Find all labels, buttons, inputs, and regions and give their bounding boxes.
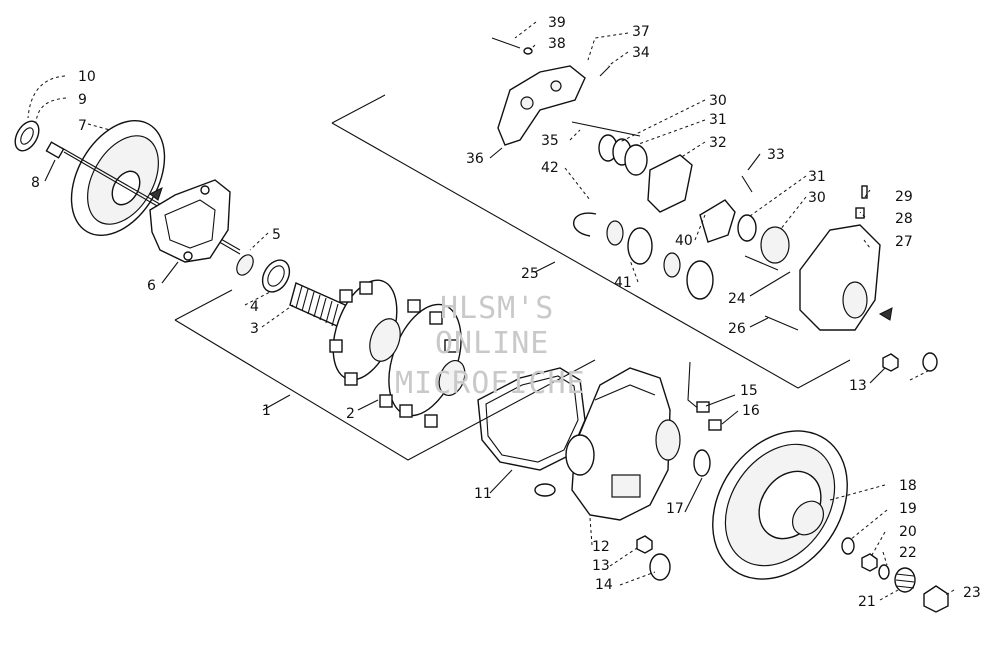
callout-31-lower: 31 (808, 169, 826, 185)
callout-19: 19 (899, 501, 917, 517)
bearing-bracket-6 (149, 179, 231, 263)
sensor-wire (687, 361, 722, 431)
bolt-24 (744, 255, 779, 271)
watermark-line-2: ONLINE (435, 326, 549, 361)
chaincase-housing-12 (565, 367, 681, 521)
callout-12: 12 (592, 539, 610, 555)
ring-31-upper (624, 144, 648, 176)
callout-41: 41 (614, 275, 632, 291)
nut-13-lower (636, 535, 653, 554)
callout-34: 34 (632, 45, 650, 61)
watermark: HLSM'S ONLINE MICROFICHE (395, 291, 586, 401)
callout-5: 5 (272, 227, 281, 243)
pin-34 (599, 65, 611, 77)
callout-30-lower: 30 (808, 190, 826, 206)
callout-37: 37 (632, 24, 650, 40)
callout-2: 2 (346, 406, 355, 422)
callout-40: 40 (675, 233, 693, 249)
callout-27: 27 (895, 234, 913, 250)
arrow-marker-right (878, 307, 893, 321)
callout-1: 1 (262, 403, 271, 419)
ring-31-lower (737, 214, 757, 242)
o-ring-17 (693, 449, 711, 477)
assembly-bracket-1 (174, 289, 596, 461)
nut-20 (861, 553, 878, 572)
watermark-line-1: HLSM'S (440, 291, 554, 326)
callout-39: 39 (548, 15, 566, 31)
spring-clip-33 (741, 175, 753, 193)
shaft-35 (571, 121, 641, 137)
cap-13-upper (922, 352, 938, 372)
callout-14: 14 (595, 577, 613, 593)
callout-30-upper: 30 (709, 93, 727, 109)
callout-17: 17 (666, 501, 684, 517)
washer-38 (523, 47, 533, 55)
drive-sprocket-2 (329, 279, 466, 428)
bearing-41 (606, 220, 714, 300)
cap-23 (923, 585, 949, 613)
callout-labels: 1 2 3 4 5 6 7 8 9 10 11 12 13 13 14 15 1… (31, 15, 981, 610)
pulley-washer-10 (14, 120, 40, 152)
callout-16: 16 (742, 403, 760, 419)
fitting-28 (855, 207, 865, 219)
bolt-39 (491, 37, 521, 49)
callout-26: 26 (728, 321, 746, 337)
callout-36: 36 (466, 151, 484, 167)
callout-4: 4 (250, 299, 259, 315)
leader-lines (27, 21, 955, 601)
brake-pad-32 (647, 154, 693, 213)
callout-9: 9 (78, 92, 87, 108)
callout-15: 15 (740, 383, 758, 399)
callout-32: 32 (709, 135, 727, 151)
callout-8: 8 (31, 175, 40, 191)
callout-20: 20 (899, 524, 917, 540)
callout-24: 24 (728, 291, 746, 307)
bolt-26 (764, 315, 799, 331)
callout-3: 3 (250, 321, 259, 337)
callout-6: 6 (147, 278, 156, 294)
bolt-29 (861, 185, 868, 199)
callout-13-upper: 13 (849, 378, 867, 394)
caliper-bracket-36 (497, 65, 586, 146)
callout-23: 23 (963, 585, 981, 601)
callout-42: 42 (541, 160, 559, 176)
callout-28: 28 (895, 211, 913, 227)
dowel-pins (534, 483, 556, 497)
spacer-22 (878, 564, 890, 580)
spring-21 (894, 567, 916, 593)
callout-33: 33 (767, 147, 785, 163)
callout-29: 29 (895, 189, 913, 205)
callout-35: 35 (541, 133, 559, 149)
callout-13-lower: 13 (592, 558, 610, 574)
assembly-bracket-25 (331, 94, 851, 389)
brake-disc-pulley-18 (712, 430, 848, 580)
washer-19 (841, 537, 855, 555)
callout-22: 22 (899, 545, 917, 561)
seal-ring-4 (261, 259, 291, 293)
callout-18: 18 (899, 478, 917, 494)
bolt-8 (45, 141, 65, 159)
callout-7: 7 (78, 118, 87, 134)
bearing-5 (236, 254, 254, 276)
callout-38: 38 (548, 36, 566, 52)
bearing-30-lower (760, 226, 790, 264)
snap-ring-42 (572, 212, 597, 237)
nut-13-upper (882, 353, 899, 372)
callout-31-upper: 31 (709, 112, 727, 128)
pad-40 (699, 199, 736, 243)
seal-14 (649, 553, 671, 581)
callout-11: 11 (474, 486, 492, 502)
housing-27 (799, 224, 881, 331)
callout-25: 25 (521, 266, 539, 282)
callout-21: 21 (858, 594, 876, 610)
arrow-marker-left (149, 187, 163, 201)
callout-10: 10 (78, 69, 96, 85)
watermark-line-3: MICROFICHE (395, 366, 586, 401)
